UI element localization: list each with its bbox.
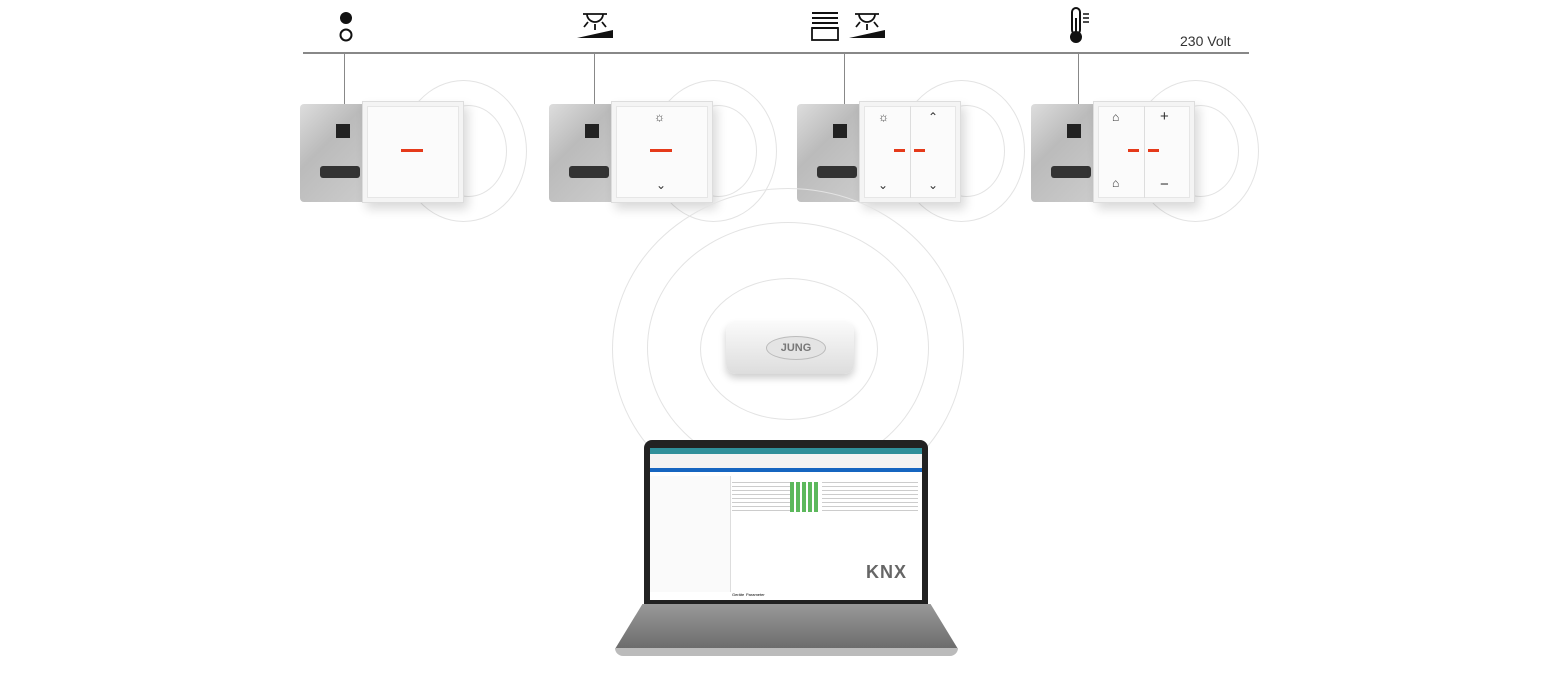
tab-devices[interactable]: Geräte — [732, 592, 745, 597]
up-symbol: ⌃ — [928, 110, 939, 124]
dim-down-symbol: ⌄ — [878, 178, 889, 192]
laptop: KNX Geräte Parameter — [644, 440, 928, 604]
thermostat-icon — [1070, 7, 1089, 43]
dim-symbol: ☼ — [878, 110, 889, 124]
dim-up-symbol: ☼ — [654, 110, 665, 124]
flush-mounted-actuator — [797, 104, 863, 202]
standby-symbol: ⌂ — [1112, 176, 1120, 190]
flush-mounted-actuator — [1031, 104, 1097, 202]
bus-line-230v — [303, 52, 1249, 54]
push-button — [362, 101, 464, 203]
dimmer-icon — [577, 13, 613, 38]
plus-symbol: + — [1160, 108, 1169, 125]
flush-mounted-actuator — [300, 104, 366, 202]
flush-mounted-actuator — [549, 104, 615, 202]
ets-screen: KNX Geräte Parameter — [650, 448, 922, 600]
blind-icon — [811, 12, 839, 41]
bus-label: 230 Volt — [1180, 33, 1231, 49]
knx-logo: KNX — [866, 562, 908, 582]
push-button: ☼ ⌃ ⌄ ⌄ — [859, 101, 961, 203]
minus-symbol: − — [1160, 176, 1169, 193]
dimmer-icon — [849, 13, 885, 38]
push-button: ☼ ⌄ — [611, 101, 713, 203]
push-button: ⌂ + ⌂ − — [1093, 101, 1195, 203]
tab-parameters[interactable]: Parameter — [746, 592, 765, 597]
comfort-symbol: ⌂ — [1112, 110, 1120, 124]
brand-logo: JUNG — [766, 336, 826, 360]
laptop-keyboard — [615, 604, 958, 649]
dim-down-symbol: ⌄ — [656, 178, 667, 192]
down-symbol: ⌄ — [928, 178, 939, 192]
knx-rf-usb-stick: JUNG — [726, 322, 854, 374]
on-off-icon — [339, 12, 353, 42]
